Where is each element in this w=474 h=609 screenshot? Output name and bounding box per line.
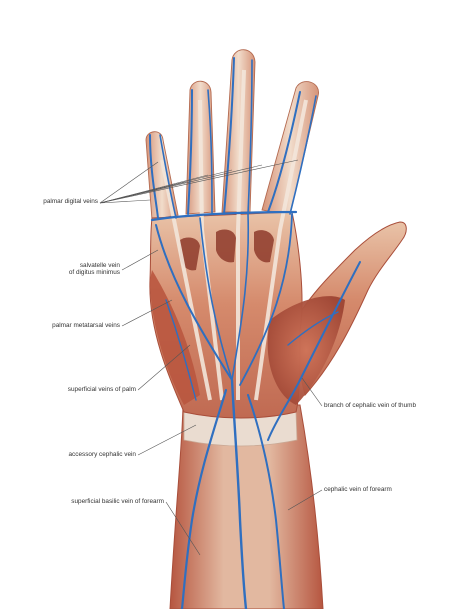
label-branch-cephalic-thumb: branch of cephalic vein of thumb	[324, 402, 417, 409]
label-palmar-digital-veins: palmar digital veins	[43, 198, 98, 205]
interosseous-gap	[216, 229, 236, 263]
index-finger	[261, 81, 319, 216]
label-cephalic-vein-forearm: cephalic vein of forearm	[324, 486, 392, 493]
label-superficial-basilic-vein: superficial basilic vein of forearm	[71, 498, 164, 505]
forearm	[169, 404, 324, 609]
thenar-muscle	[267, 296, 345, 405]
leader-lines	[99, 159, 323, 556]
label-palmar-metatarsal-veins: palmar metatarsal veins	[52, 322, 120, 329]
label-salvatella-vein-line2: of digitus minimus	[68, 269, 120, 276]
label-superficial-veins-palm: superficial veins of palm	[67, 386, 136, 393]
label-salvatella-vein: salvatelle vein of digitus minimus	[10, 262, 120, 276]
veins	[149, 57, 361, 609]
label-salvatella-vein-line1: salvatelle vein	[79, 262, 120, 269]
interosseous-gap	[254, 230, 274, 263]
label-accessory-cephalic-vein: accessory cephalic vein	[68, 451, 137, 458]
middle-finger	[221, 49, 256, 213]
interosseous-gap	[180, 237, 200, 271]
